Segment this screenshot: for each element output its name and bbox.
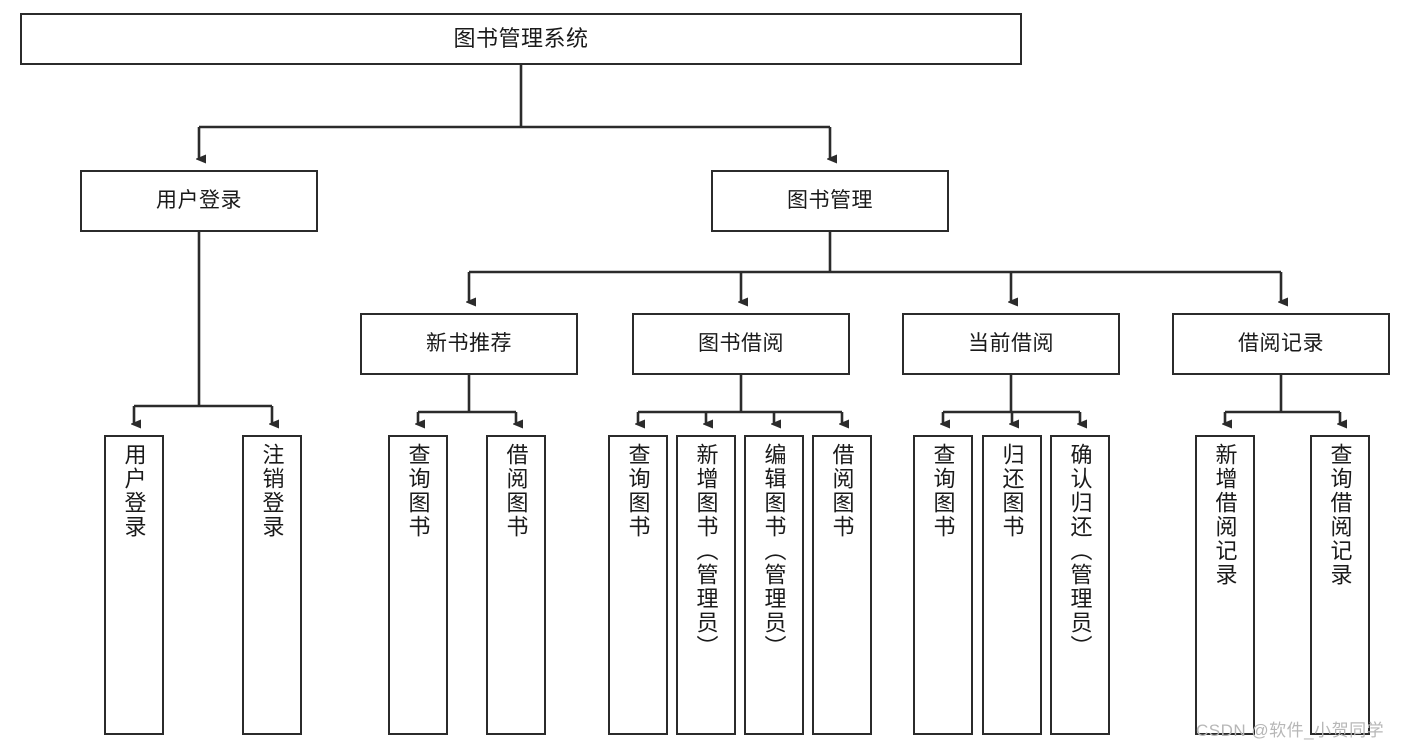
node-leaf-user-login[interactable]: 用户登录 <box>104 435 164 735</box>
node-label: 注销登录 <box>259 443 285 539</box>
node-label: 新书推荐 <box>426 331 512 355</box>
node-label: 图书管理系统 <box>453 26 589 52</box>
node-user-login[interactable]: 用户登录 <box>80 170 318 232</box>
node-leaf-borrow-book-rec[interactable]: 借阅图书 <box>486 435 546 735</box>
node-leaf-query-record[interactable]: 查询借阅记录 <box>1310 435 1370 735</box>
node-current-borrow[interactable]: 当前借阅 <box>902 313 1120 375</box>
node-leaf-user-logout[interactable]: 注销登录 <box>242 435 302 735</box>
node-book-borrow[interactable]: 图书借阅 <box>632 313 850 375</box>
node-label: 借阅图书 <box>503 443 529 539</box>
node-label: 编辑图书（管理员） <box>761 443 787 659</box>
node-label: 用户登录 <box>156 188 242 212</box>
node-label: 新增借阅记录 <box>1212 443 1238 587</box>
node-leaf-confirm-return[interactable]: 确认归还（管理员） <box>1050 435 1110 735</box>
node-label: 归还图书 <box>999 443 1025 539</box>
node-label: 当前借阅 <box>968 331 1054 355</box>
node-leaf-query-book-cur[interactable]: 查询图书 <box>913 435 973 735</box>
node-leaf-return-book[interactable]: 归还图书 <box>982 435 1042 735</box>
node-label: 查询图书 <box>930 443 956 539</box>
node-leaf-edit-book[interactable]: 编辑图书（管理员） <box>744 435 804 735</box>
node-root[interactable]: 图书管理系统 <box>20 13 1022 65</box>
csdn-watermark: CSDN @软件_小贺同学 <box>1196 721 1385 740</box>
node-label: 新增图书（管理员） <box>693 443 719 659</box>
node-borrow-record[interactable]: 借阅记录 <box>1172 313 1390 375</box>
node-leaf-borrow-book-brw[interactable]: 借阅图书 <box>812 435 872 735</box>
node-leaf-query-book-brw[interactable]: 查询图书 <box>608 435 668 735</box>
node-label: 借阅图书 <box>829 443 855 539</box>
node-label: 查询图书 <box>625 443 651 539</box>
node-label: 确认归还（管理员） <box>1067 443 1093 659</box>
node-label: 图书借阅 <box>698 331 784 355</box>
node-label: 借阅记录 <box>1238 331 1324 355</box>
node-leaf-add-record[interactable]: 新增借阅记录 <box>1195 435 1255 735</box>
node-label: 图书管理 <box>787 188 873 212</box>
node-new-book-recommend[interactable]: 新书推荐 <box>360 313 578 375</box>
node-label: 查询图书 <box>405 443 431 539</box>
node-label: 查询借阅记录 <box>1327 443 1353 587</box>
node-leaf-query-book-rec[interactable]: 查询图书 <box>388 435 448 735</box>
node-book-manage[interactable]: 图书管理 <box>711 170 949 232</box>
node-label: 用户登录 <box>121 443 147 539</box>
node-leaf-add-book[interactable]: 新增图书（管理员） <box>676 435 736 735</box>
